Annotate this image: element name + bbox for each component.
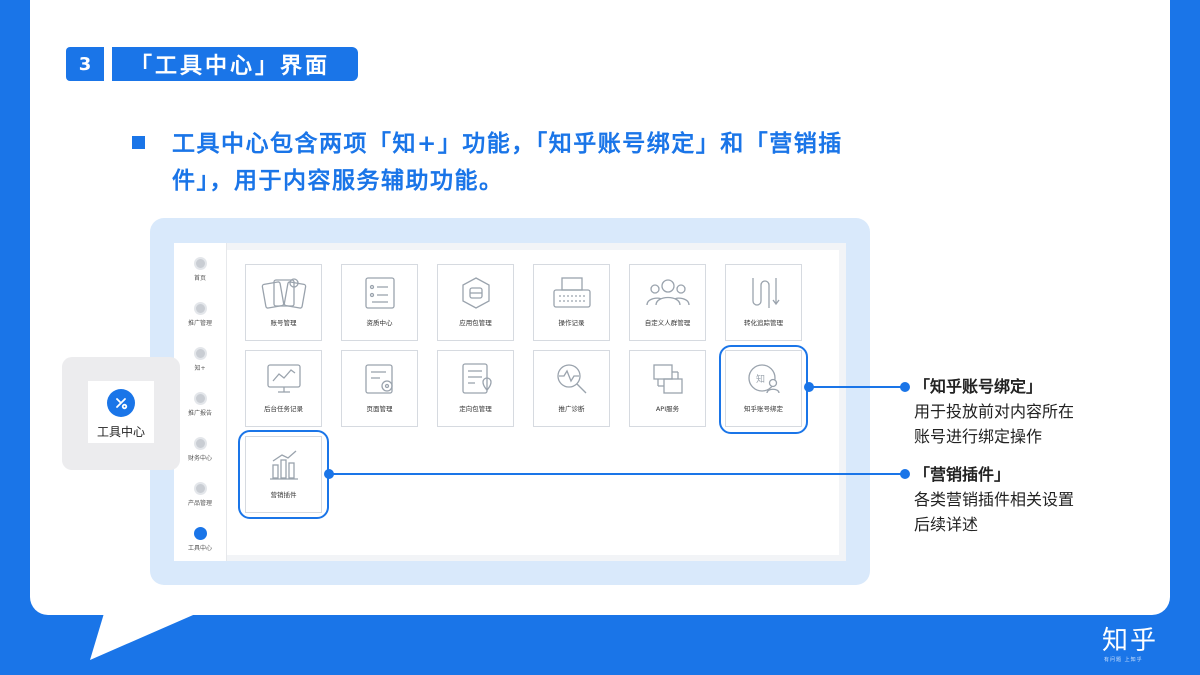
tools-center-callout-card[interactable]: 工具中心: [88, 381, 154, 443]
sidebar-item-report[interactable]: 推广报告: [174, 392, 226, 417]
sidebar-nav: 首页 推广管理 知+ 推广报告 财务中心 产品管理 工具中心: [174, 243, 227, 561]
highlight-account-binding: [719, 345, 808, 434]
diagnosis-icon: [556, 364, 586, 394]
tool-tile-zhihu-account-binding[interactable]: 知 知乎账号绑定: [725, 350, 802, 427]
annotation-line: 后续详述: [914, 515, 979, 534]
sidebar-item-product[interactable]: 产品管理: [174, 482, 226, 507]
section-number: 3: [66, 47, 104, 81]
document-list-icon: [364, 277, 395, 309]
annotation-marketing-plugin: 「营销插件」 各类营销插件相关设置 后续详述: [914, 462, 1074, 537]
tool-tile-label: 账号管理: [270, 319, 297, 327]
page-settings-icon: [364, 364, 393, 394]
people-group-icon: [645, 279, 690, 306]
sidebar-item-label: 财务中心: [187, 455, 212, 462]
section-header: 3 「工具中心」界面: [66, 47, 359, 81]
annotation-title: 「营销插件」: [914, 465, 1011, 484]
tool-tile-label: 后台任务记录: [264, 405, 303, 413]
sidebar-item-promotion[interactable]: 推广管理: [174, 302, 226, 327]
tools-icon: [193, 527, 207, 540]
bar-chart-icon: [269, 450, 298, 480]
highlight-marketing-plugin: [238, 430, 329, 519]
tool-tile-custom-audience[interactable]: 自定义人群管理: [629, 264, 706, 341]
annotation-line: 用于投放前对内容所在: [914, 402, 1075, 421]
sidebar-item-label: 产品管理: [187, 500, 212, 507]
cards-icon: [261, 278, 306, 309]
tool-tile-label: 页面管理: [366, 405, 393, 413]
tool-tile-label: 转化追踪管理: [744, 319, 783, 327]
sidebar-item-label: 知+: [194, 365, 206, 372]
zhihu-logo-subtitle: 有问题 上知乎: [1104, 657, 1143, 663]
zhi-plus-icon: [193, 347, 207, 360]
tool-tile-account-management[interactable]: 账号管理: [245, 264, 322, 341]
annotation-account-binding: 「知乎账号绑定」 用于投放前对内容所在 账号进行绑定操作: [914, 374, 1074, 449]
zhihu-logo: 知乎: [1102, 626, 1159, 656]
tool-tile-app-package[interactable]: 应用包管理: [437, 264, 514, 341]
tool-tile-targeting-package[interactable]: 定向包管理: [437, 350, 514, 427]
tool-tile-promotion-diagnosis[interactable]: 推广诊断: [533, 350, 610, 427]
tool-tile-label: 知乎账号绑定: [744, 405, 783, 413]
tool-tile-conversion-tracking[interactable]: 转化追踪管理: [725, 264, 802, 341]
tools-center-callout-label: 工具中心: [96, 425, 145, 439]
bullet-line-2: 件」，用于内容服务辅助功能。: [172, 168, 504, 194]
tool-tile-background-tasks[interactable]: 后台任务记录: [245, 350, 322, 427]
svg-text:知: 知: [756, 373, 765, 385]
tool-tile-qualification-center[interactable]: 资质中心: [341, 264, 418, 341]
typewriter-icon: [552, 277, 591, 308]
sidebar-item-zhi-plus[interactable]: 知+: [174, 347, 226, 372]
annotation-title: 「知乎账号绑定」: [914, 377, 1043, 396]
home-icon: [193, 257, 207, 270]
tools-icon: [107, 389, 135, 417]
tool-tile-label: 定向包管理: [459, 405, 492, 413]
bullet-line-1: 工具中心包含两项「知+」功能，「知乎账号绑定」和「营销插: [172, 131, 843, 157]
sidebar-item-label: 工具中心: [187, 545, 212, 552]
bullet-square-icon: [132, 136, 145, 149]
tool-tile-api-service[interactable]: API服务: [629, 350, 706, 427]
promotion-icon: [193, 302, 207, 315]
tool-tile-label: 资质中心: [366, 319, 393, 327]
bullet-text: 工具中心包含两项「知+」功能，「知乎账号绑定」和「营销插 件」，用于内容服务辅助…: [172, 126, 992, 200]
package-icon: [461, 277, 490, 309]
monitor-chart-icon: [266, 364, 301, 393]
tool-tile-label: API服务: [655, 405, 680, 413]
tool-tile-operation-log[interactable]: 操作记录: [533, 264, 610, 341]
tool-tile-label: 自定义人群管理: [644, 319, 691, 327]
annotation-line: 各类营销插件相关设置: [914, 490, 1075, 509]
annotation-line: 账号进行绑定操作: [914, 427, 1043, 446]
tool-tile-label: 推广诊断: [558, 405, 585, 413]
tool-tile-marketing-plugin[interactable]: 营销插件: [245, 436, 322, 513]
finance-icon: [193, 437, 207, 450]
sidebar-item-label: 首页: [193, 275, 206, 282]
tool-tile-label: 营销插件: [270, 491, 297, 499]
tool-tile-label: 操作记录: [558, 319, 585, 327]
sidebar-item-home[interactable]: 首页: [174, 257, 226, 282]
report-icon: [193, 392, 207, 405]
section-title: 「工具中心」界面: [112, 47, 359, 81]
tool-tile-page-management[interactable]: 页面管理: [341, 350, 418, 427]
account-bind-icon: 知: [747, 364, 780, 394]
product-icon: [193, 482, 207, 495]
tracking-icon: [751, 278, 780, 308]
sidebar-item-tools[interactable]: 工具中心: [174, 527, 226, 552]
sidebar-item-finance[interactable]: 财务中心: [174, 437, 226, 462]
sidebar-item-label: 推广报告: [187, 410, 212, 417]
targeting-document-icon: [461, 363, 492, 394]
tool-tile-label: 应用包管理: [459, 319, 492, 327]
api-icon: [652, 364, 683, 394]
sidebar-item-label: 推广管理: [187, 320, 212, 327]
